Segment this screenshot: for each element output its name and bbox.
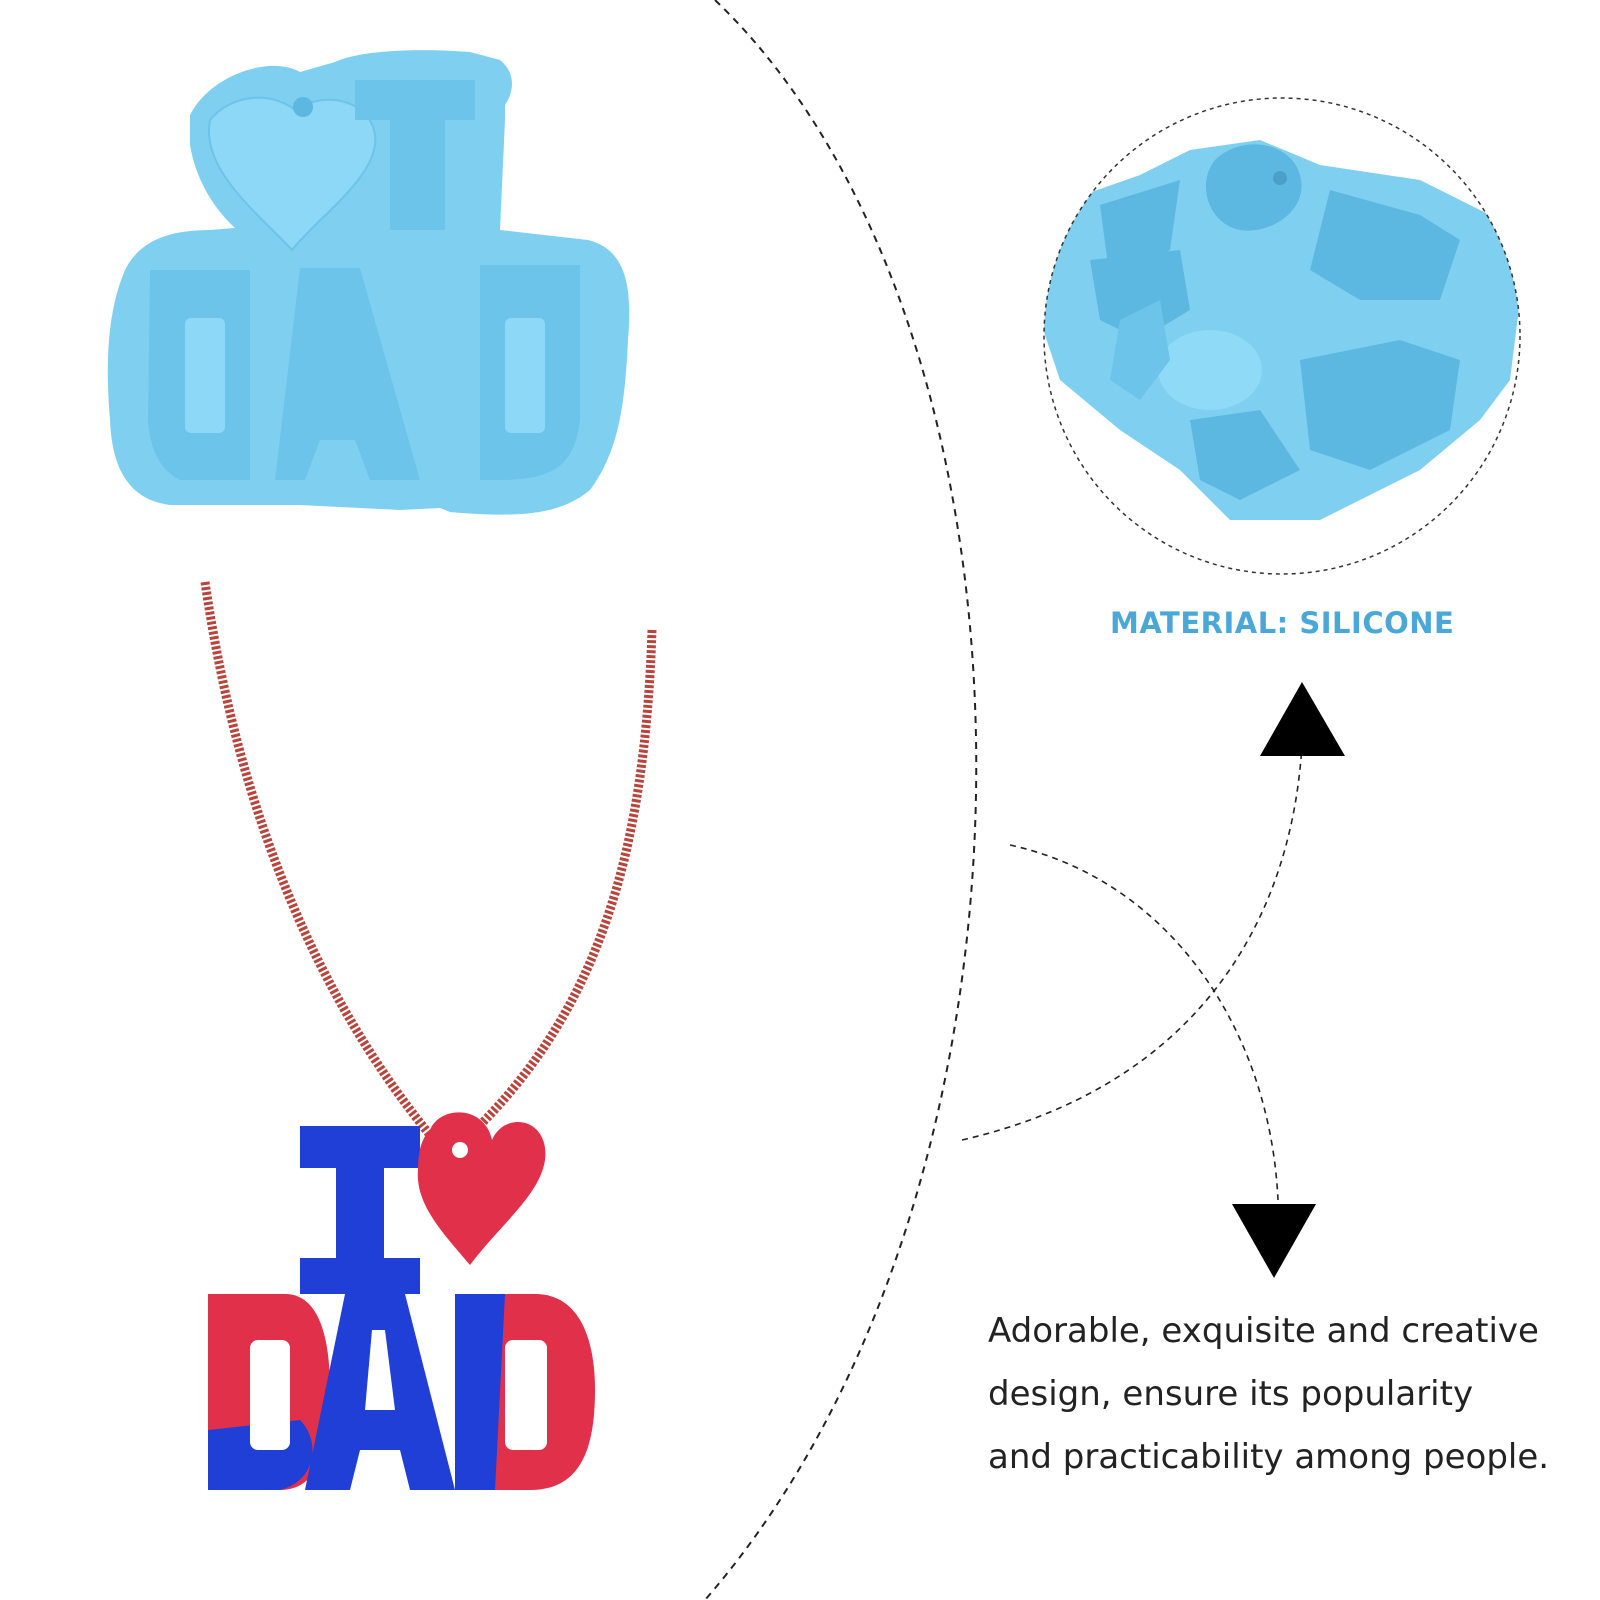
mold-closeup [1044,140,1520,520]
description-line-3: and practicability among people. [988,1437,1550,1477]
material-label: MATERIAL: SILICONE [1110,606,1455,640]
arrow-up-icon [1260,682,1345,756]
zoom-circle [1043,97,1521,575]
description-line-2: design, ensure its popularity [988,1374,1474,1414]
dashed-connector-up [961,744,1303,1141]
necklace-chain-right [466,629,657,1139]
arrow-down-icon [1232,1204,1316,1278]
necklace-chain-left [200,581,434,1138]
dashed-connector-down [1009,844,1279,1201]
pendant-hole [452,1142,468,1158]
resin-pendant [208,1112,595,1490]
dashed-divider-arc [704,0,978,1600]
mold-hole [293,97,313,117]
product-description: Adorable, exquisite and creative design,… [988,1300,1578,1489]
description-line-1: Adorable, exquisite and creative [988,1311,1539,1351]
silicone-mold [107,50,630,515]
